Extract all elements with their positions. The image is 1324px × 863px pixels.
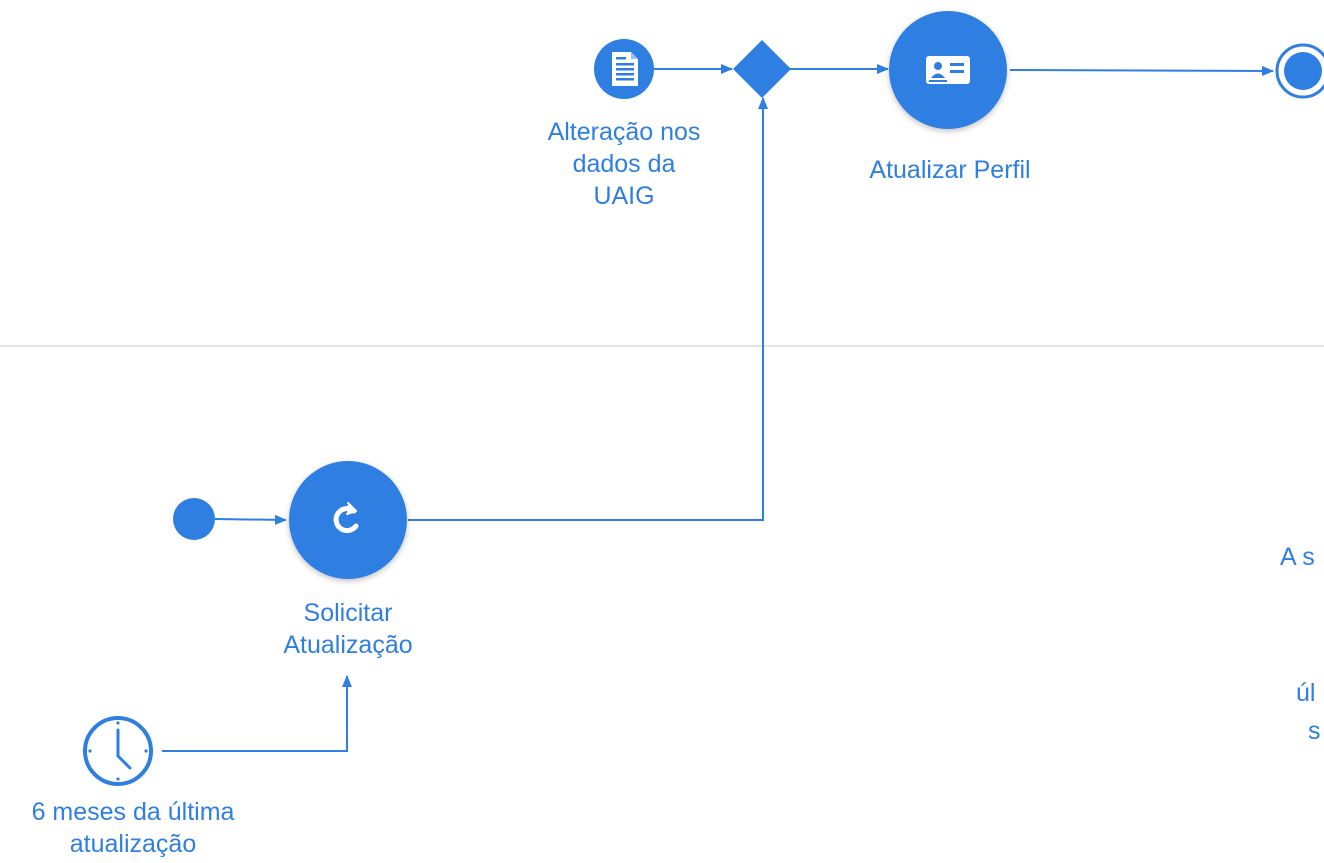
document-icon (612, 52, 638, 86)
start-event-circle (173, 498, 215, 540)
refresh-icon (333, 502, 359, 534)
flow-update-profile-to-end[interactable] (1009, 65, 1274, 76)
flow-timer-to-request[interactable] (162, 675, 352, 752)
document-event-label: Alteração nos dados da UAIG (547, 118, 701, 210)
right-fragment-text-3: s (1308, 717, 1321, 745)
timer-event[interactable] (83, 716, 153, 786)
end-event[interactable] (1275, 43, 1324, 99)
id-card-icon (926, 56, 970, 84)
update-profile-task[interactable] (889, 11, 1007, 129)
flow-start-to-request[interactable] (214, 514, 287, 525)
request-update-label: Solicitar Atualização (283, 599, 413, 659)
start-event[interactable] (173, 498, 215, 540)
document-event[interactable] (594, 39, 654, 99)
flow-request-to-gateway[interactable] (408, 97, 768, 521)
diamond-gateway (733, 40, 791, 98)
clock-ticks (88, 721, 148, 781)
right-fragment-text-2: úl (1296, 679, 1316, 707)
sequence-flows (162, 64, 1274, 752)
update-profile-label: Atualizar Perfil (869, 156, 1031, 184)
request-update-circle (289, 461, 407, 579)
right-fragment-text-1: A s (1280, 543, 1315, 571)
clock-hands (116, 728, 132, 770)
end-event-inner (1284, 52, 1322, 90)
timer-event-label: 6 meses da última atualização (31, 798, 235, 858)
exclusive-gateway[interactable] (733, 40, 791, 98)
request-update-task[interactable] (289, 461, 407, 579)
